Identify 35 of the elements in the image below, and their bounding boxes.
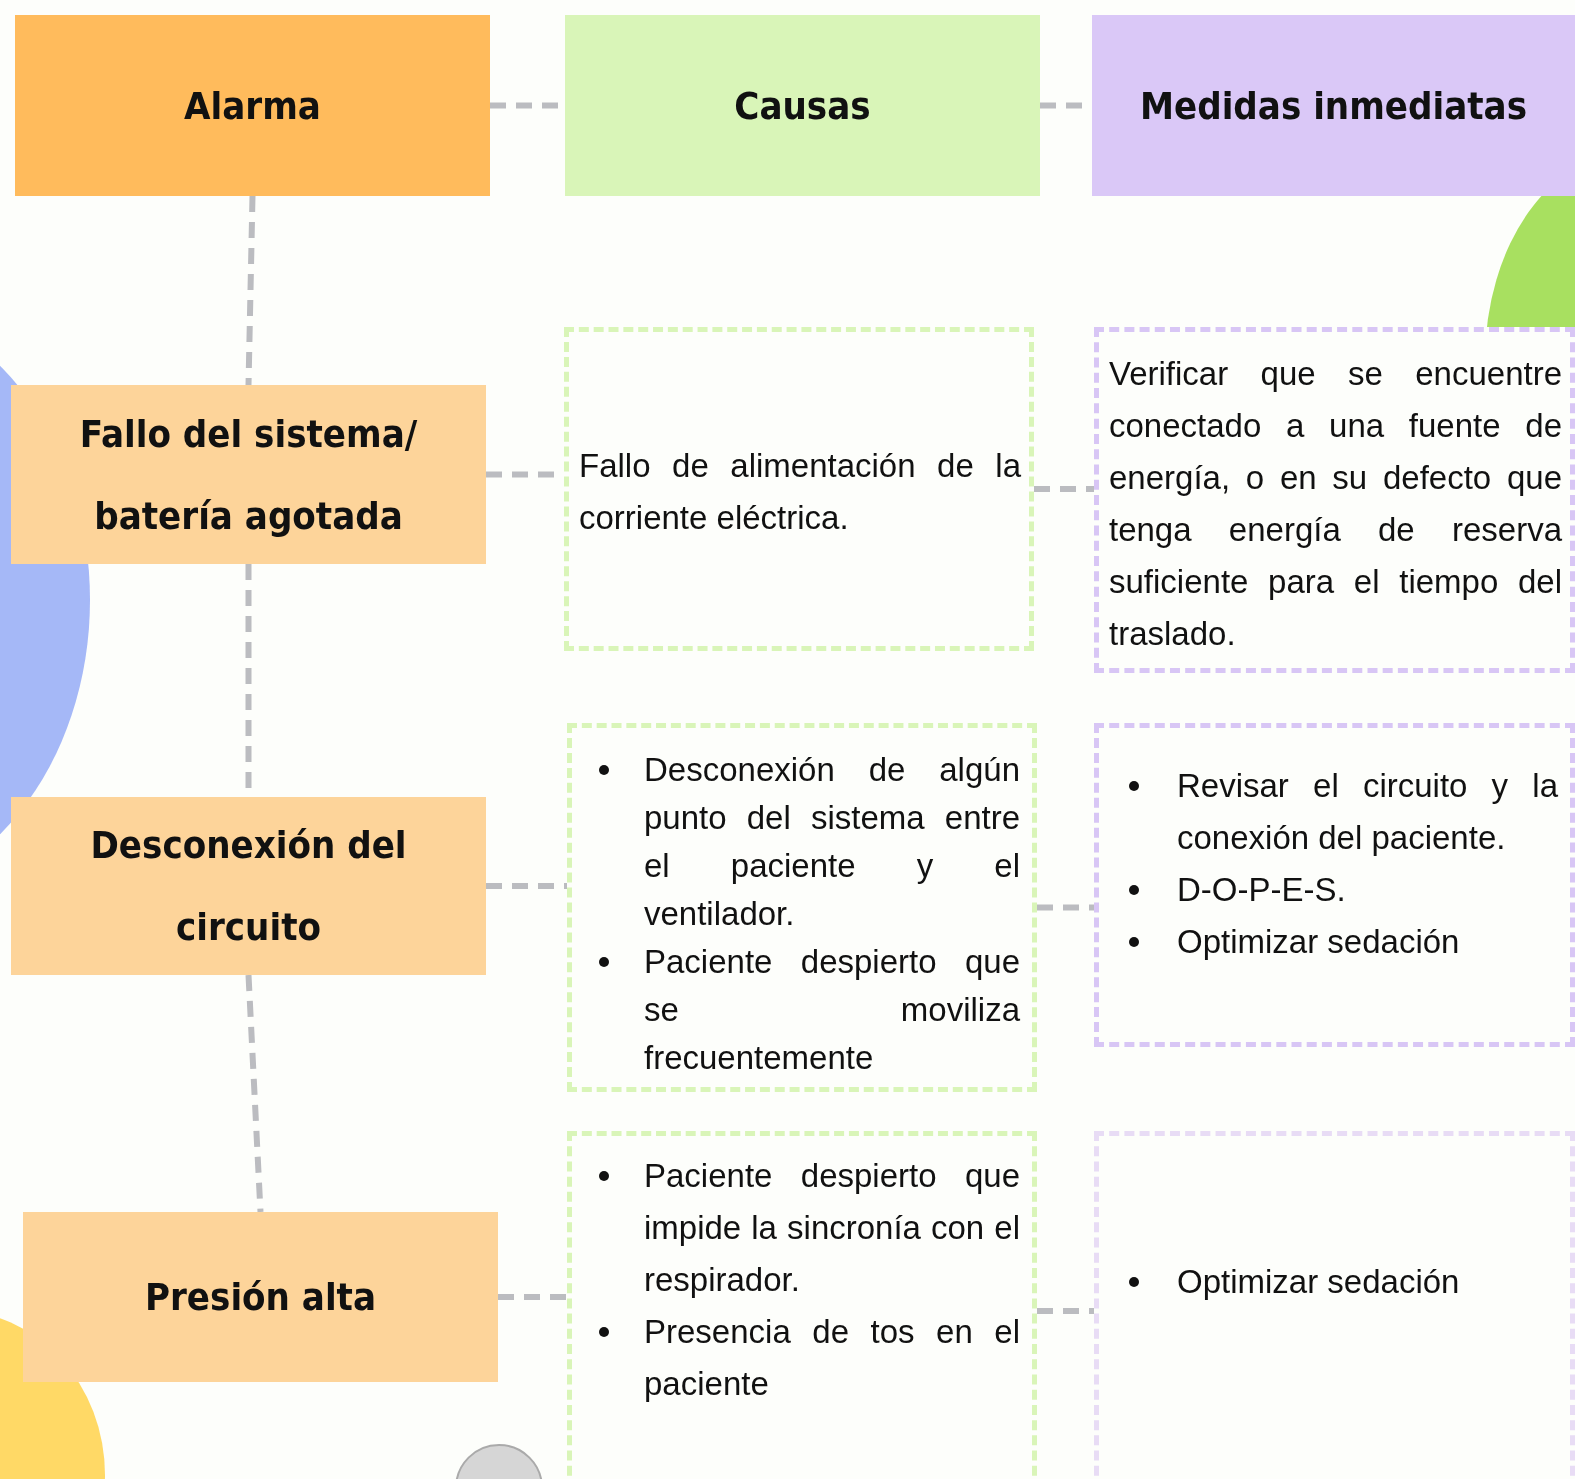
header-box — [11, 385, 486, 564]
heading-text: Alarma — [184, 82, 321, 130]
bullet-item: Presencia de tos en el paciente — [582, 1306, 1020, 1410]
bullet-item: Paciente despierto que se moviliza frecuentemente — [582, 938, 1020, 1082]
bullet-item: Paciente despierto que impide la sincronía con el respirador. — [582, 1150, 1020, 1306]
dashed-connector — [498, 1294, 567, 1300]
paragraph-text: Fallo de alimentación de la corriente eléctrica. — [579, 446, 1021, 538]
dashed-text-box — [1094, 1131, 1575, 1479]
dashed-connector — [1034, 486, 1094, 492]
header-box — [565, 15, 1040, 196]
dashed-text-box — [1094, 327, 1575, 673]
dashed-connector — [1037, 1308, 1094, 1314]
dashed-connector — [1037, 904, 1094, 911]
heading-text: Presión alta — [144, 1274, 377, 1321]
header-box — [23, 1212, 498, 1382]
dashed-connector — [245, 974, 264, 1213]
bullet-item: Desconexión de algún punto del sistema entre el paciente y el ventilador. — [582, 746, 1020, 938]
header-box — [15, 15, 490, 196]
dashed-connector — [245, 195, 256, 386]
dashed-text-box — [567, 723, 1037, 1092]
dashed-connector — [486, 883, 567, 889]
dashed-text-box — [1094, 723, 1575, 1047]
bullet-item: Revisar el circuito y la conexión del paciente. — [1109, 760, 1558, 864]
bullet-item: D-O-P-E-S. — [1109, 864, 1558, 916]
header-box — [1092, 15, 1575, 196]
heading-text: Desconexión del circuito — [89, 822, 408, 951]
bullet-item: Optimizar sedación — [1109, 916, 1558, 968]
bullet-item: Optimizar sedación — [1109, 1256, 1558, 1308]
dashed-text-box — [564, 327, 1034, 651]
header-box — [11, 797, 486, 975]
heading-text: Causas — [734, 82, 871, 130]
dashed-text-box — [567, 1131, 1037, 1479]
paragraph-text: Verificar que se encuentre conectado a una fuente de energía, o en su defecto que tenga energía de reserva suficiente para el tiempo del traslado. — [1109, 354, 1562, 654]
heading-text: Medidas inmediatas — [1139, 82, 1528, 130]
heading-text: Fallo del sistema/ batería agotada — [78, 410, 419, 540]
